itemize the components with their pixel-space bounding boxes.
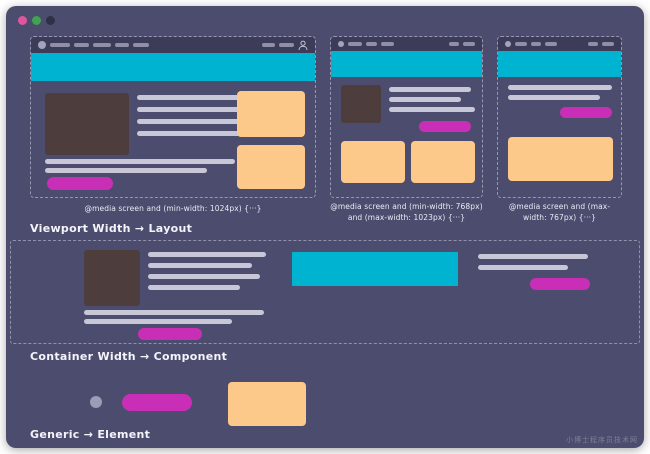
browser-chrome	[31, 37, 315, 53]
text-line	[137, 107, 269, 112]
browser-mockup-mobile	[497, 36, 622, 198]
text-line	[148, 285, 240, 290]
text-line	[148, 252, 266, 257]
text-line	[137, 131, 263, 136]
text-line	[45, 168, 207, 173]
text-line	[508, 85, 612, 90]
user-icon	[298, 40, 308, 50]
box-element	[228, 382, 306, 426]
nav-link-pill	[50, 43, 70, 47]
text-line	[148, 263, 252, 268]
nav-link-pill	[531, 42, 541, 46]
banner-component	[292, 252, 458, 286]
hero-banner	[498, 51, 621, 77]
nav-link-pill	[115, 43, 129, 47]
window-maximize-button[interactable]	[46, 16, 55, 25]
container-query-boundary	[10, 240, 640, 344]
sidebar-card	[237, 91, 305, 137]
text-line	[84, 319, 232, 324]
element-section-label: Generic → Element	[30, 428, 151, 441]
viewport-section-label: Viewport Width → Layout	[30, 222, 193, 235]
browser-chrome	[498, 37, 621, 51]
sidebar-card	[237, 145, 305, 189]
window-minimize-button[interactable]	[32, 16, 41, 25]
text-line	[137, 95, 261, 100]
text-line	[508, 95, 600, 100]
hero-banner	[331, 51, 482, 77]
nav-link-pill	[348, 42, 362, 46]
nav-link-pill	[515, 42, 527, 46]
window-close-button[interactable]	[18, 16, 27, 25]
primary-button-pill	[138, 328, 202, 340]
text-line	[389, 87, 471, 92]
nav-link-pill	[74, 43, 89, 47]
browser-mockup-desktop	[30, 36, 316, 198]
browser-mockup-tablet	[330, 36, 483, 198]
primary-button-pill	[530, 278, 590, 290]
primary-button-pill	[560, 107, 612, 118]
nav-link-pill	[545, 42, 557, 46]
image-placeholder	[341, 85, 381, 123]
text-line	[389, 97, 461, 102]
nav-link-pill	[381, 42, 394, 46]
nav-link-pill	[449, 42, 459, 46]
media-query-caption-mobile: @media screen and (max-width: 767px) {··…	[508, 202, 611, 222]
nav-link-pill	[602, 42, 614, 46]
nav-link-pill	[588, 42, 598, 46]
nav-link-pill	[93, 43, 111, 47]
nav-link-pill	[279, 43, 294, 47]
nav-link-pill	[366, 42, 377, 46]
text-line	[478, 265, 568, 270]
text-line	[84, 310, 264, 315]
primary-button-pill	[47, 177, 113, 190]
text-line	[45, 159, 235, 164]
nav-link-pill	[262, 43, 275, 47]
media-query-caption-tablet: @media screen and (min-width: 768px) and…	[330, 202, 483, 222]
text-line	[148, 274, 260, 279]
nav-link-pill	[133, 43, 149, 47]
watermark: 小博士程序员技术网	[566, 436, 638, 444]
globe-element-icon	[90, 396, 102, 408]
nav-link-pill	[463, 42, 475, 46]
text-line	[389, 107, 475, 112]
primary-button-pill	[419, 121, 471, 132]
media-query-caption-desktop: @media screen and (min-width: 1024px) {·…	[84, 204, 262, 213]
text-line	[137, 119, 249, 124]
globe-icon	[338, 41, 344, 47]
browser-chrome	[331, 37, 482, 51]
content-card	[508, 137, 613, 181]
card-component	[84, 250, 272, 342]
globe-icon	[38, 41, 46, 49]
image-placeholder	[84, 250, 140, 306]
hero-banner	[31, 53, 315, 81]
content-card	[411, 141, 475, 183]
image-placeholder	[45, 93, 129, 155]
container-section-label: Container Width → Component	[30, 350, 228, 363]
button-element	[122, 394, 192, 411]
content-card	[341, 141, 405, 183]
text-widget-component	[478, 254, 590, 294]
globe-icon	[505, 41, 511, 47]
text-line	[478, 254, 588, 259]
app-window: @media screen and (min-width: 1024px) {·…	[6, 6, 644, 448]
